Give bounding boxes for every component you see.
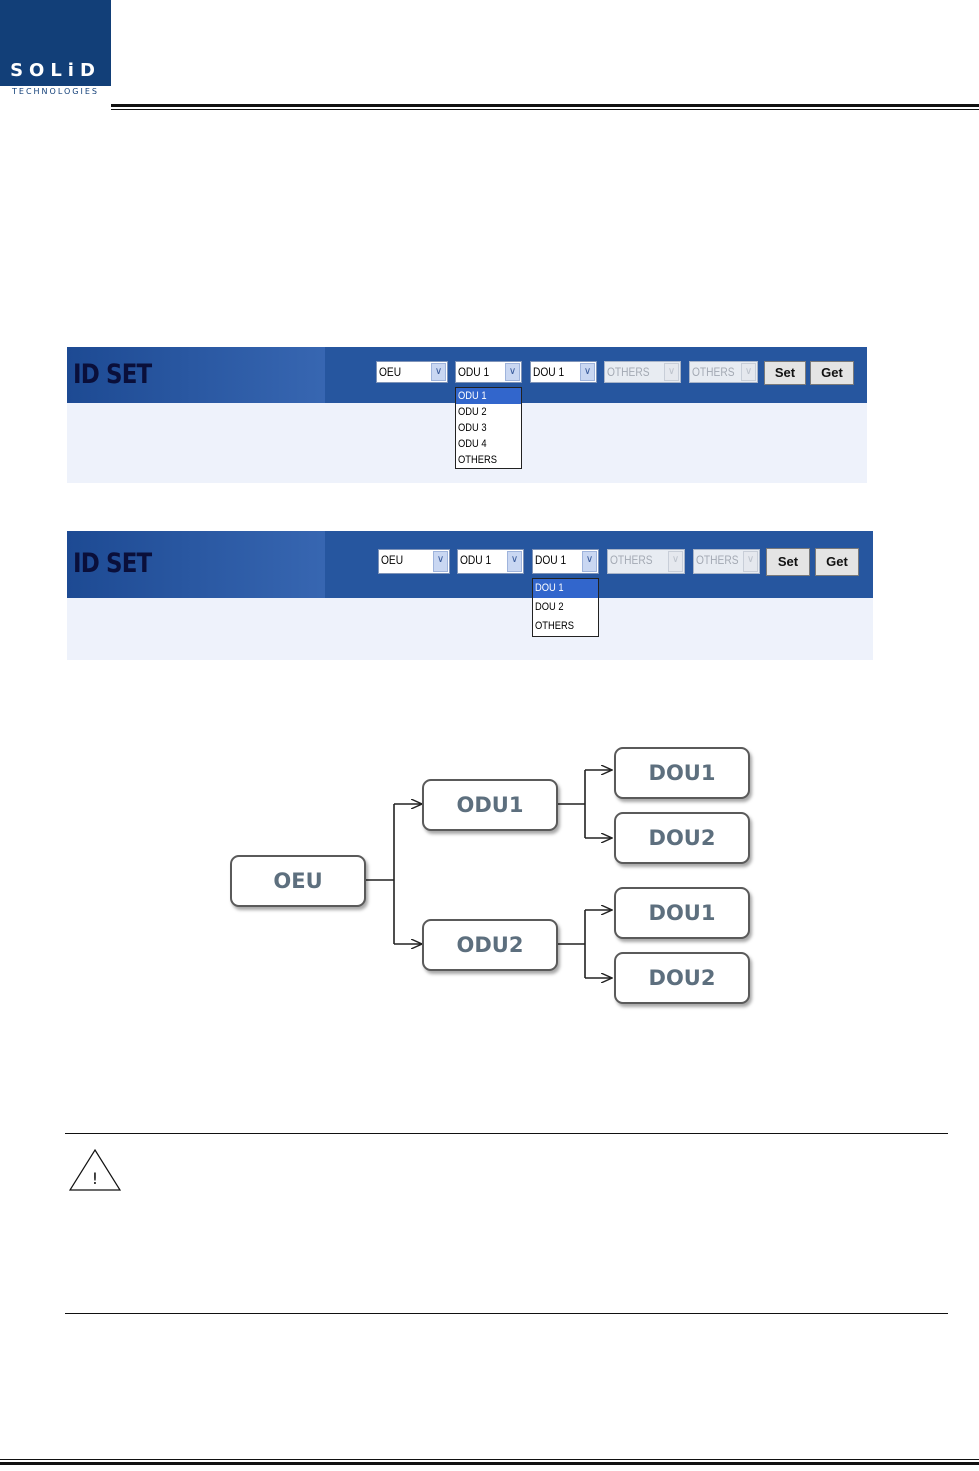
logo-text: SOLiD [10, 60, 101, 81]
others-select-1[interactable]: OTHERS ∨ [607, 549, 685, 574]
svg-text:!: ! [92, 1169, 98, 1188]
logo-subtext: TECHNOLOGIES [0, 86, 111, 97]
others-select-2[interactable]: OTHERS ∨ [693, 549, 760, 574]
odu2-node: ODU2 [422, 919, 558, 971]
others-select-1[interactable]: OTHERS ∨ [604, 361, 681, 383]
set-button[interactable]: Set [766, 548, 810, 576]
get-button[interactable]: Get [815, 548, 859, 576]
chevron-down-icon[interactable]: ∨ [431, 363, 446, 381]
dropdown-option[interactable]: OTHERS [535, 620, 574, 632]
odu1-node: ODU1 [422, 779, 558, 831]
chevron-down-icon[interactable]: ∨ [433, 551, 448, 572]
footer-rule-thin [0, 1459, 979, 1460]
others-select-2[interactable]: OTHERS ∨ [689, 361, 758, 383]
warning-triangle-icon: ! [68, 1148, 122, 1191]
odu-select[interactable]: ODU 1 ∨ [455, 361, 522, 383]
set-button[interactable]: Set [764, 361, 806, 385]
dropdown-option[interactable]: ODU 2 [458, 406, 487, 418]
dou2-node: DOU2 [614, 952, 750, 1004]
dropdown-option[interactable]: OTHERS [458, 454, 497, 466]
header-rule [111, 104, 979, 107]
dou-select[interactable]: DOU 1 ∨ [530, 361, 597, 383]
chevron-down-icon[interactable]: ∨ [582, 551, 597, 572]
oeu-select[interactable]: OEU ∨ [376, 361, 448, 383]
panel-title: ID SET [73, 548, 152, 579]
dropdown-option[interactable]: DOU 2 [535, 601, 564, 613]
dou2-node: DOU2 [614, 812, 750, 864]
id-set-panel-2: ID SET OEU ∨ ODU 1 ∨ DOU 1 ∨ OTHERS ∨ OT… [67, 531, 873, 660]
warning-top-rule [65, 1133, 948, 1134]
get-button[interactable]: Get [810, 361, 854, 385]
odu-select[interactable]: ODU 1 ∨ [457, 549, 524, 574]
panel-title: ID SET [73, 359, 152, 390]
odu-dropdown-list[interactable]: ODU 1 ODU 2 ODU 3 ODU 4 OTHERS [455, 387, 522, 469]
panel-body [67, 598, 873, 660]
chevron-down-icon[interactable]: ∨ [664, 363, 679, 381]
company-logo: SOLiD TECHNOLOGIES [0, 0, 111, 97]
oeu-node: OEU [230, 855, 366, 907]
dropdown-option[interactable]: ODU 3 [458, 422, 487, 434]
dou1-node: DOU1 [614, 887, 750, 939]
dropdown-option[interactable]: ODU 4 [458, 438, 487, 450]
chevron-down-icon[interactable]: ∨ [668, 551, 683, 572]
warning-bottom-rule [65, 1313, 948, 1314]
oeu-select[interactable]: OEU ∨ [378, 549, 450, 574]
chevron-down-icon[interactable]: ∨ [743, 551, 758, 572]
chevron-down-icon[interactable]: ∨ [505, 363, 520, 381]
dropdown-option[interactable]: ODU 1 [456, 388, 521, 404]
id-set-panel-1: ID SET OEU ∨ ODU 1 ∨ DOU 1 ∨ OTHERS ∨ OT… [67, 347, 867, 483]
dou-dropdown-list[interactable]: DOU 1 DOU 2 OTHERS [532, 578, 599, 637]
header-rule-thin [111, 109, 979, 110]
footer-rule [0, 1462, 979, 1465]
chevron-down-icon[interactable]: ∨ [507, 551, 522, 572]
tree-connectors [366, 0, 979, 1100]
dou1-node: DOU1 [614, 747, 750, 799]
chevron-down-icon[interactable]: ∨ [580, 363, 595, 381]
dou-select[interactable]: DOU 1 ∨ [532, 549, 599, 574]
dropdown-option[interactable]: DOU 1 [533, 579, 598, 598]
chevron-down-icon[interactable]: ∨ [741, 363, 756, 381]
